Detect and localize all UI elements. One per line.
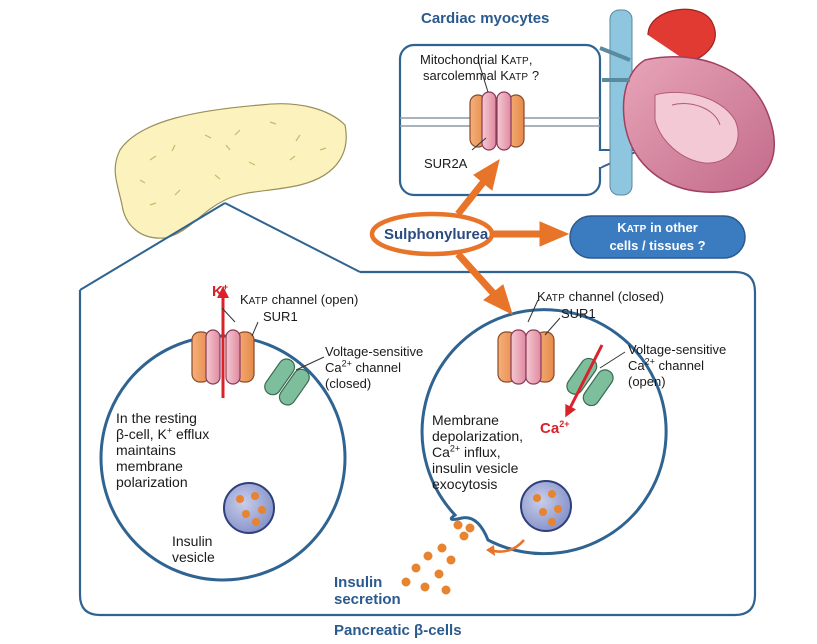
ca-channel-closed-label-2: Ca2+ channel (325, 358, 402, 375)
ca-channel-open-label-2: Ca2+ channel (628, 356, 705, 373)
beta-cell-panel (78, 270, 757, 617)
secreted-insulin-granules (401, 520, 475, 595)
heart-illustration (599, 8, 775, 196)
resting-cell-description: In the resting β-cell, K+ efflux maintai… (116, 410, 210, 490)
katp-closed-label: KATP channel (closed) (537, 289, 664, 304)
katp-channel-open (191, 329, 255, 385)
katp-other-tissues-text: KATP in other cells / tissues ? (609, 220, 706, 253)
katp-other-tissues-pill (569, 215, 746, 259)
cardiac-question-line1: Mitochondrial KATP, (420, 52, 533, 67)
insulin-vesicle-right (520, 480, 572, 532)
insulin-vesicle-label: Insulin vesicle (172, 533, 215, 565)
potassium-ion-label: K+ (212, 282, 229, 301)
katp-open-label: KATP channel (open) (240, 292, 359, 307)
pancreas-illustration (114, 103, 347, 239)
sulphonylurea-label: Sulphonylurea (384, 226, 489, 243)
cardiac-question-line2: sarcolemmal KATP ? (423, 68, 540, 83)
calcium-influx-arrow (565, 344, 604, 418)
katp-channel-closed (497, 329, 555, 385)
active-cell-description: Membrane depolarization, Ca2+ influx, in… (432, 412, 524, 492)
ca-channel-open-label-3: (open) (628, 374, 666, 389)
sur2a-label: SUR2A (424, 156, 468, 171)
pancreatic-beta-cells-title: Pancreatic β-cells (334, 622, 462, 639)
zoom-lines (79, 202, 361, 291)
sur2a-channel (469, 91, 525, 151)
calcium-ion-label: Ca2+ (540, 419, 570, 438)
ca-channel-closed-label-3: (closed) (325, 376, 372, 391)
ca-channel-open-label-1: Voltage-sensitive (628, 342, 727, 357)
sur1-label-left: SUR1 (263, 309, 298, 324)
sur1-label-right: SUR1 (561, 306, 596, 321)
drug-target-arrows (455, 158, 570, 315)
insulin-secretion-label: Insulin secretion (334, 574, 401, 608)
insulin-vesicle-left (223, 482, 275, 534)
ca-channel-closed-label-1: Voltage-sensitive (325, 344, 424, 359)
ca-channel-closed (264, 358, 310, 406)
cardiac-title: Cardiac myocytes (421, 10, 550, 27)
